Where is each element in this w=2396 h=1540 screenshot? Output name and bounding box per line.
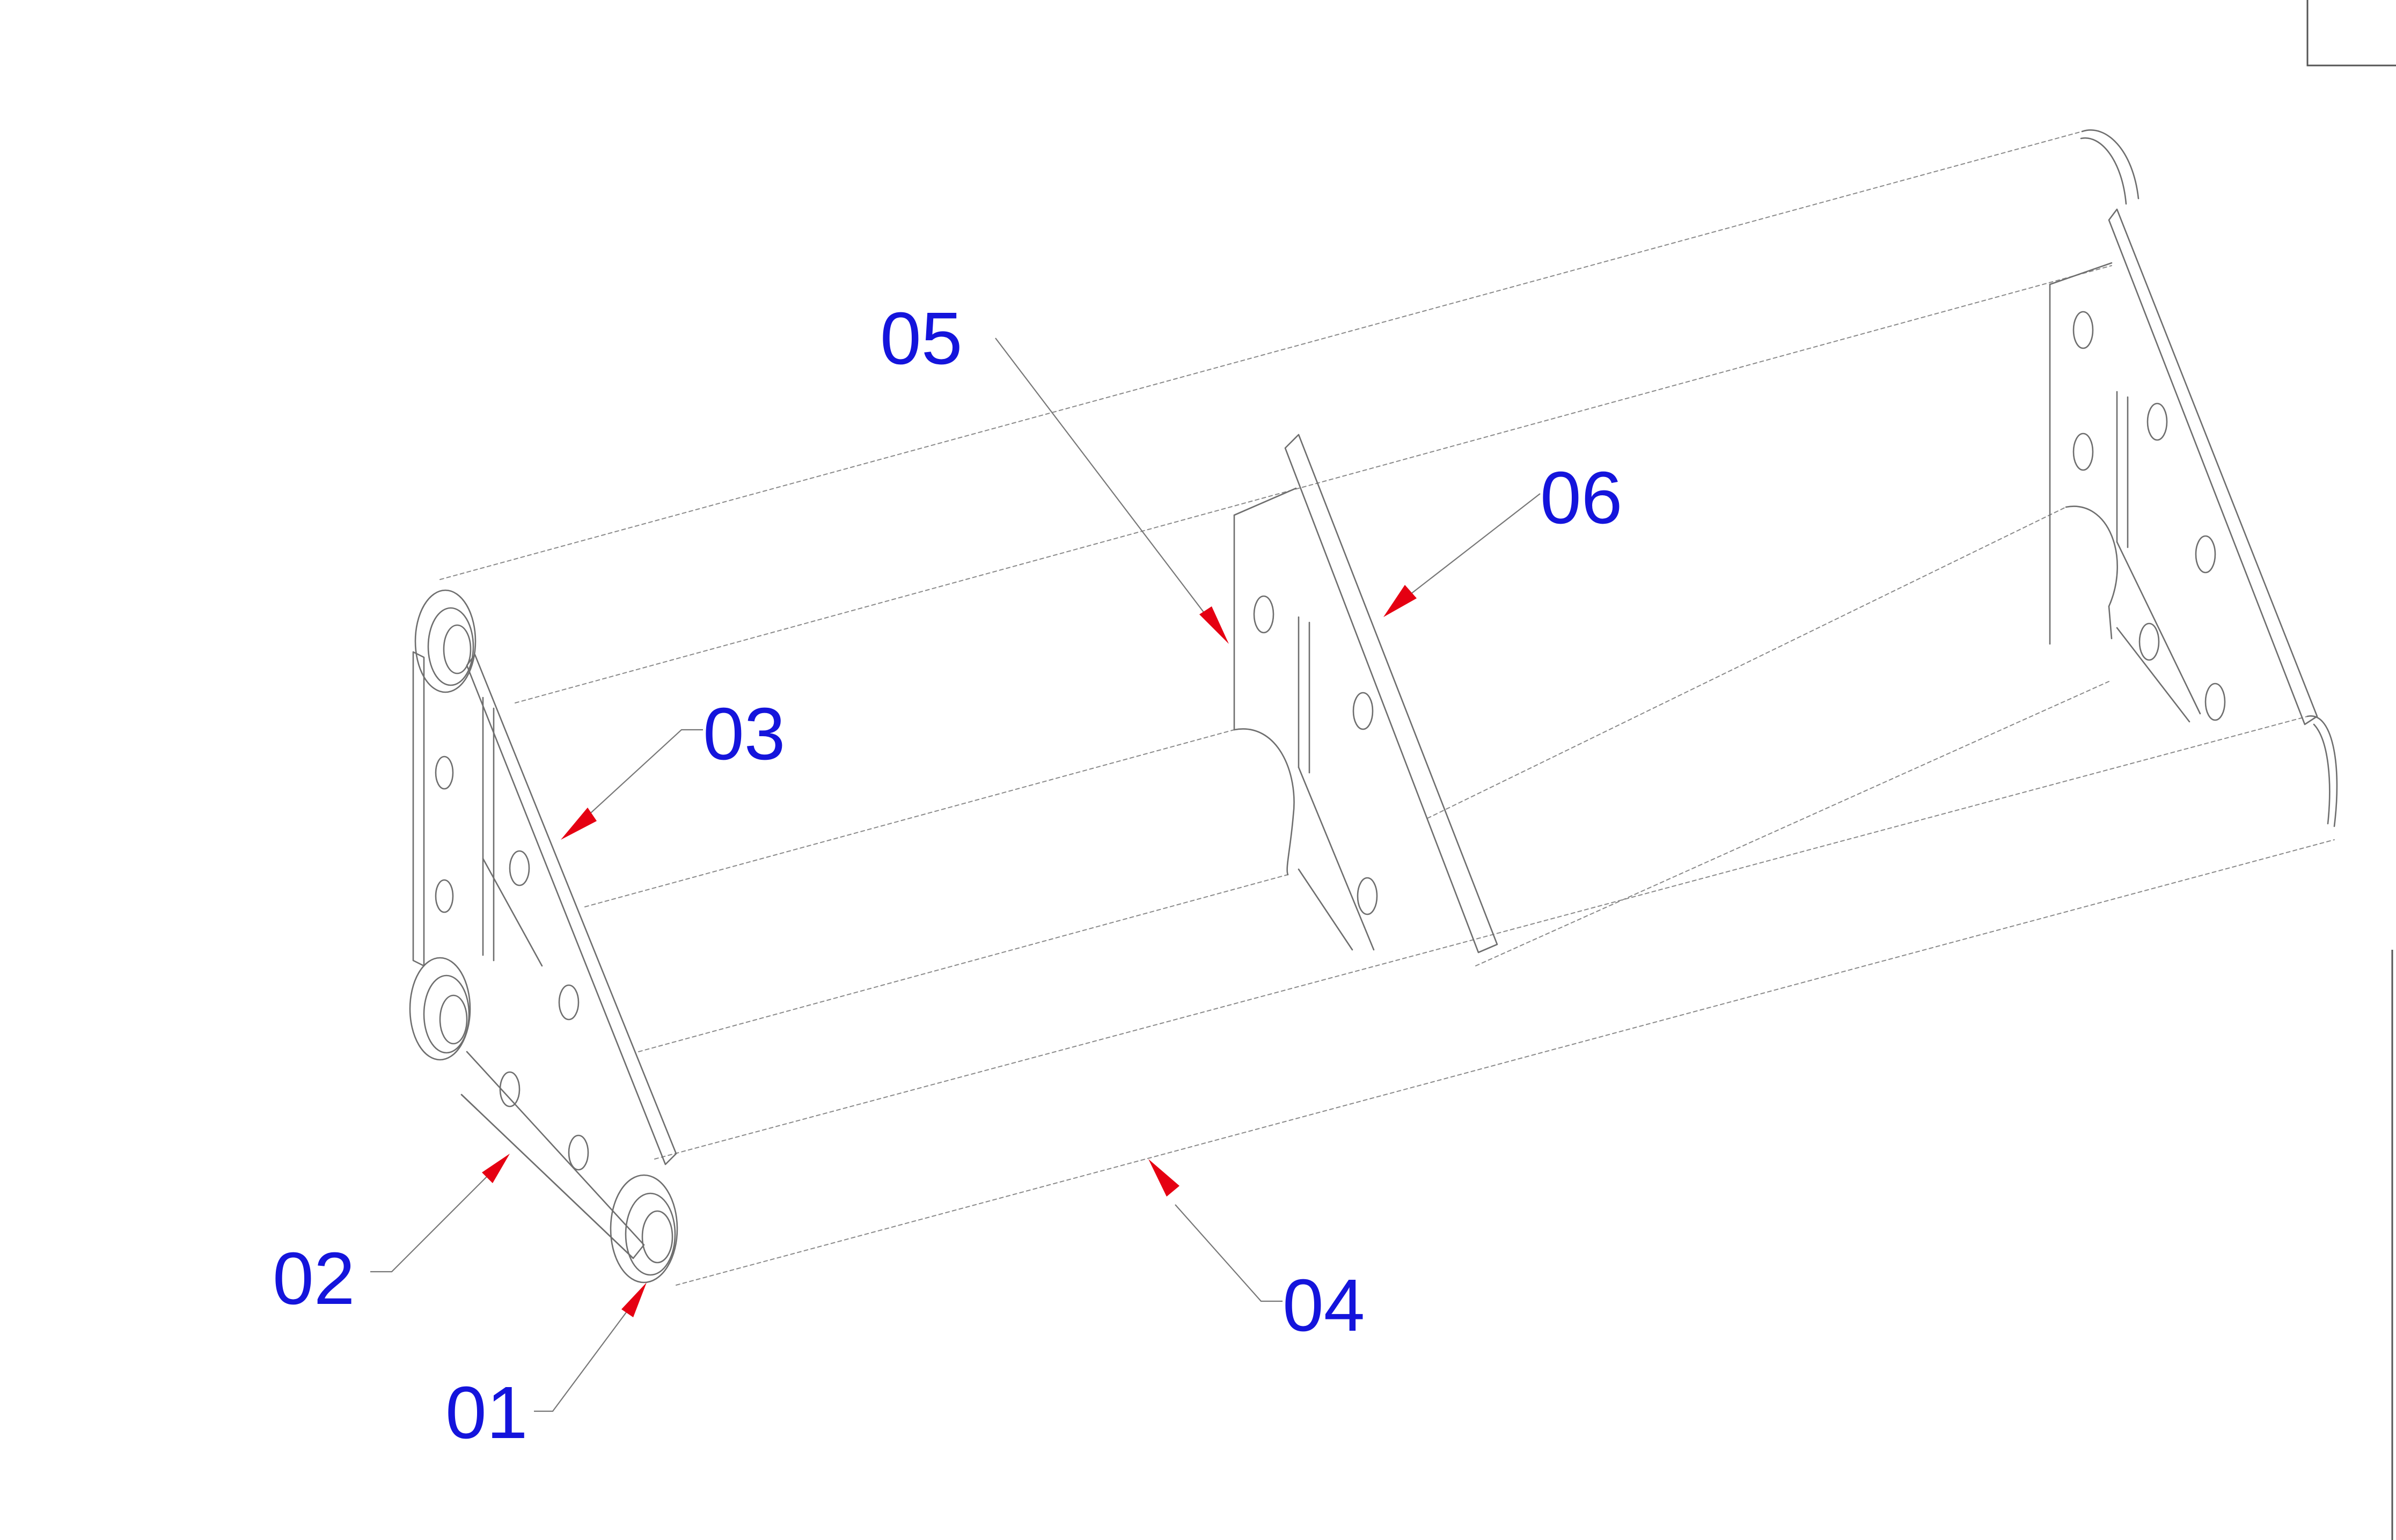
callout-06-label: 06 xyxy=(1540,457,1623,539)
front-tube xyxy=(654,715,2338,1286)
left-roller xyxy=(584,728,1295,1052)
callout-01-leader xyxy=(534,1282,647,1412)
callout-03-leader xyxy=(561,729,703,840)
left-end-bracket xyxy=(409,589,678,1284)
callout-02-label: 02 xyxy=(273,1237,355,1320)
callout-03-label: 03 xyxy=(703,693,786,775)
right-roller xyxy=(1427,505,2118,966)
callout-01-label: 01 xyxy=(445,1372,528,1454)
callout-05-label: 05 xyxy=(880,297,963,380)
back-tube xyxy=(439,129,2139,703)
callout-06-leader xyxy=(1383,493,1541,617)
callout-02-leader xyxy=(370,1154,510,1273)
callout-05-leader xyxy=(995,338,1229,644)
right-end-bracket xyxy=(2049,208,2318,725)
callout-04-leader xyxy=(1148,1159,1283,1302)
sheet-frame xyxy=(2306,0,2396,1540)
middle-bracket xyxy=(1233,434,1498,954)
callout-04-label: 04 xyxy=(1283,1264,1365,1347)
